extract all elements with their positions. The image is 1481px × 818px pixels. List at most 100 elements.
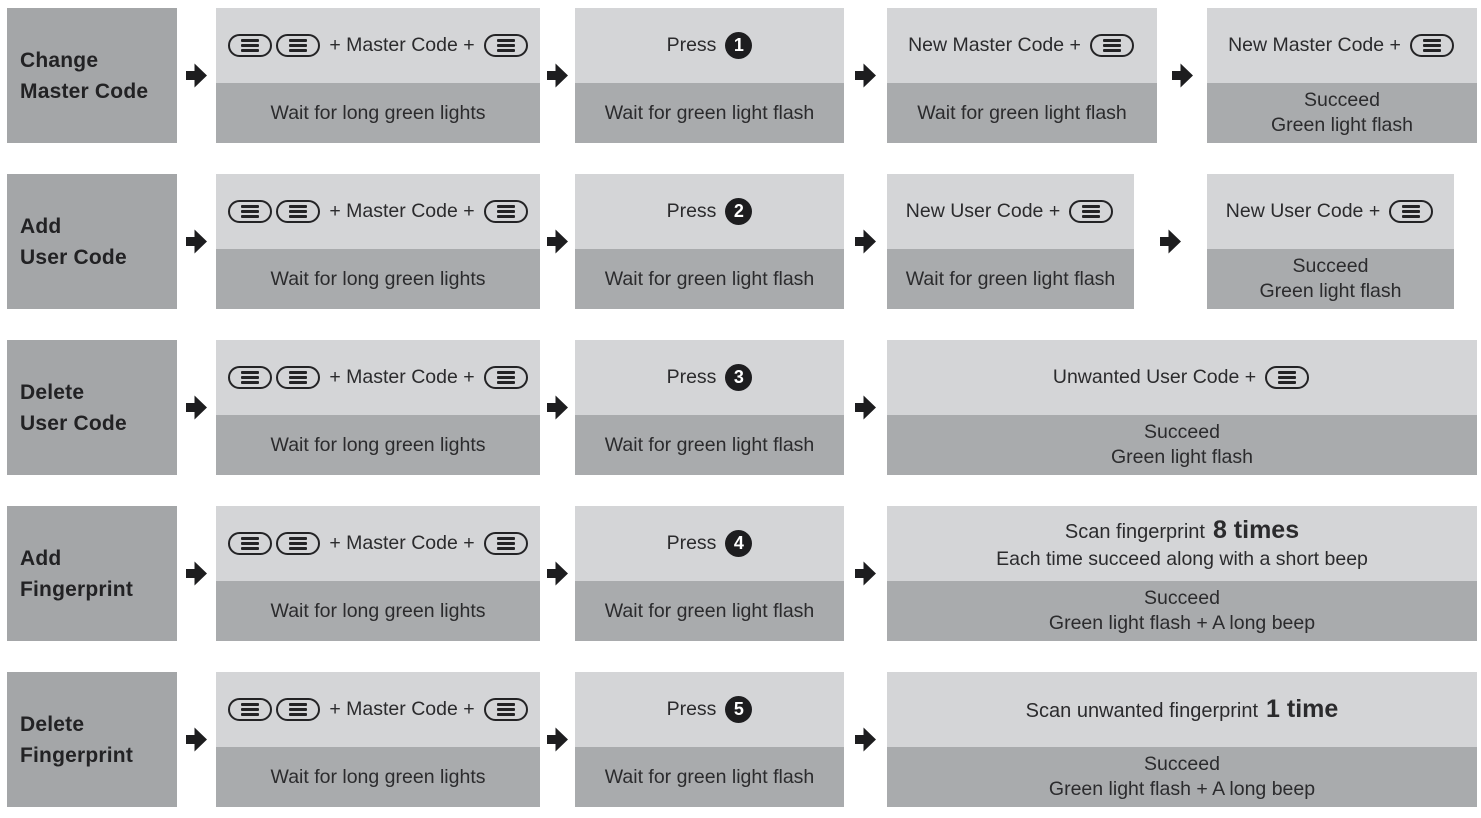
menu-button-icon — [483, 532, 528, 555]
step-note: Succeed Green light flash — [887, 415, 1477, 475]
circled-number-icon: 2 — [725, 198, 753, 225]
arrow-gap — [1134, 174, 1207, 309]
step-note: Wait for green light flash — [575, 83, 844, 143]
step-note: Wait for green light flash — [575, 415, 844, 475]
step-box-enter-code: New Master Code + Wait for green light f… — [887, 8, 1157, 143]
press-line: Press 3 — [667, 364, 753, 391]
step-box-keys: + Master Code + Wait for long green ligh… — [216, 8, 540, 143]
arrow-right-icon — [1171, 63, 1193, 88]
step-note: Succeed Green light flash + A long beep — [887, 747, 1477, 807]
step-instruction: + Master Code + — [216, 8, 540, 83]
arrow-right-icon — [547, 395, 568, 420]
step-note: Wait for green light flash — [575, 581, 844, 641]
step-text-emphasis: 8 times — [1212, 516, 1300, 544]
step-note: Wait for green light flash — [575, 747, 844, 807]
menu-button-icon — [276, 34, 321, 57]
step-text: + Master Code + — [329, 366, 475, 388]
step-subtext: Each time succeed along with a short bee… — [996, 548, 1368, 570]
row-label: Delete Fingerprint — [7, 672, 177, 807]
row-label-line: User Code — [20, 411, 127, 435]
step-text: + Master Code + — [329, 34, 475, 56]
step-instruction: + Master Code + — [216, 174, 540, 249]
step-box-wide-result: Scan unwanted fingerprint 1 time Succeed… — [887, 672, 1477, 807]
step-box-keys: + Master Code + Wait for long green ligh… — [216, 174, 540, 309]
press-label: Press — [666, 698, 717, 720]
step-text: New User Code + — [1225, 200, 1381, 222]
arrow-gap — [177, 8, 216, 143]
arrow-gap — [177, 340, 216, 475]
row-label-line: Change — [20, 48, 99, 72]
circled-number-icon: 4 — [725, 530, 753, 557]
menu-button-icon — [483, 366, 528, 389]
step-instruction: + Master Code + — [216, 506, 540, 581]
note-line: Wait for green light flash — [917, 101, 1127, 124]
step-box-result: New Master Code + Succeed Green light fl… — [1207, 8, 1477, 143]
arrow-right-icon — [855, 561, 876, 586]
arrow-right-icon — [855, 395, 876, 420]
press-label: Press — [666, 532, 717, 554]
arrow-gap — [540, 506, 575, 641]
menu-button-icon — [228, 200, 273, 223]
arrow-right-icon — [547, 229, 568, 254]
step-note: Succeed Green light flash — [1207, 83, 1477, 143]
arrow-right-icon — [855, 229, 876, 254]
row-label-line: Fingerprint — [20, 743, 134, 767]
step-instruction: New Master Code + — [1207, 8, 1477, 83]
note-line: Green light flash — [1271, 114, 1413, 136]
menu-button-icon — [1069, 200, 1114, 223]
arrow-right-icon — [186, 727, 207, 752]
step-text: New User Code + — [905, 200, 1061, 222]
step-text: Scan fingerprint — [1064, 521, 1205, 543]
step-box-result: New User Code + Succeed Green light flas… — [1207, 174, 1454, 309]
row-label-line: Delete — [20, 380, 85, 404]
step-instruction: Scan fingerprint 8 times Each time succe… — [887, 506, 1477, 581]
row-label: Change Master Code — [7, 8, 177, 143]
note-line: Green light flash + A long beep — [1048, 778, 1316, 800]
step-text: + Master Code + — [329, 698, 475, 720]
step-box-press: Press 3 Wait for green light flash — [575, 340, 844, 475]
arrow-right-icon — [855, 63, 876, 88]
step-note: Succeed Green light flash + A long beep — [887, 581, 1477, 641]
arrow-right-icon — [186, 561, 207, 586]
step-instruction: Press 3 — [575, 340, 844, 415]
step-text-emphasis: 1 time — [1266, 695, 1339, 723]
circled-number-icon: 5 — [725, 696, 753, 723]
press-label: Press — [666, 366, 717, 388]
note-line: Wait for green light flash — [604, 599, 815, 622]
row-label-line: Delete — [20, 712, 85, 736]
note-line: Green light flash — [1259, 280, 1402, 302]
note-line: Wait for green light flash — [604, 101, 815, 124]
step-box-enter-code: New User Code + Wait for green light fla… — [887, 174, 1134, 309]
arrow-right-icon — [855, 727, 876, 752]
press-line: Press 2 — [667, 198, 753, 225]
step-note: Wait for green light flash — [887, 249, 1134, 309]
menu-button-icon — [483, 698, 528, 721]
menu-button-icon — [276, 532, 321, 555]
step-text: + Master Code + — [329, 532, 475, 554]
step-note: Wait for green light flash — [575, 249, 844, 309]
procedure-row-add-user-code: Add User Code + Master Code + Wait for l… — [7, 174, 1454, 309]
scan-line: Scan fingerprint 8 times — [1065, 516, 1299, 545]
menu-button-icon — [1089, 34, 1134, 57]
note-line: Succeed — [1292, 255, 1369, 277]
arrow-gap — [177, 672, 216, 807]
arrow-gap — [844, 174, 887, 309]
arrow-right-icon — [1160, 229, 1181, 254]
step-instruction: Press 4 — [575, 506, 844, 581]
procedure-row-delete-user-code: Delete User Code + Master Code + Wait fo… — [7, 340, 1477, 475]
menu-button-icon — [1389, 200, 1434, 223]
step-note: Succeed Green light flash — [1207, 249, 1454, 309]
row-label: Delete User Code — [7, 340, 177, 475]
arrow-gap — [540, 672, 575, 807]
step-instruction: Press 5 — [575, 672, 844, 747]
arrow-right-icon — [547, 561, 568, 586]
step-instruction: + Master Code + — [216, 340, 540, 415]
arrow-gap — [540, 340, 575, 475]
circled-number-icon: 1 — [725, 32, 753, 59]
step-box-press: Press 2 Wait for green light flash — [575, 174, 844, 309]
step-text: Unwanted User Code + — [1052, 366, 1257, 388]
row-label: Add Fingerprint — [7, 506, 177, 641]
arrow-right-icon — [547, 63, 568, 88]
row-label: Add User Code — [7, 174, 177, 309]
arrow-right-icon — [186, 229, 207, 254]
